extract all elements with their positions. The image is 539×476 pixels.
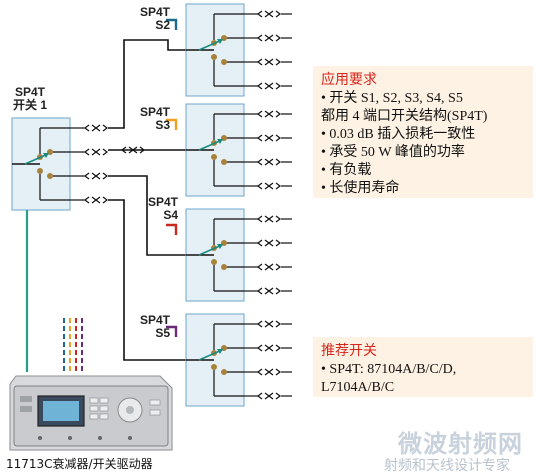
- requirement-line: • 有负载: [321, 163, 372, 178]
- switch-s3-name: S3: [155, 118, 170, 132]
- switch-s4: [185, 208, 245, 302]
- switch-1-label-line2: 开关 1: [12, 98, 47, 112]
- requirement-line: • 开关 S1, S2, S3, S4, S5: [321, 91, 463, 106]
- control-stubs: [166, 18, 178, 337]
- switch-s3: [185, 103, 245, 197]
- switch-s3-type: SP4T: [139, 105, 170, 119]
- requirement-line: • 0.03 dB 插入损耗一致性: [321, 127, 476, 142]
- switch-s5-name: S5: [155, 326, 170, 340]
- switch-s5: [185, 313, 245, 407]
- driver-instrument: [9, 375, 173, 451]
- switch-s2-type: SP4T: [139, 5, 170, 19]
- switch-s2-name: S2: [155, 18, 170, 32]
- switch-s5-label: SP4T S5: [128, 314, 170, 340]
- requirement-line: • 长使用寿命: [321, 181, 400, 196]
- switch-s2-label: SP4T S2: [128, 6, 170, 32]
- requirements-title: 应用要求: [321, 72, 377, 88]
- switch-s2: [185, 3, 245, 97]
- driver-caption: 11713C衰减器/开关驱动器: [6, 457, 153, 471]
- switch-s3-label: SP4T S3: [128, 106, 170, 132]
- switch-s4-type: SP4T: [147, 195, 178, 209]
- watermark-subtitle: 射频和天线设计专家: [384, 458, 510, 474]
- recommend-title: 推荐开关: [321, 343, 377, 359]
- switch-1-connectors: [70, 124, 108, 204]
- switch-s4-name: S4: [163, 208, 178, 222]
- interconnect-wires: [108, 39, 186, 361]
- recommend-line: L7104A/B/C: [321, 380, 395, 395]
- requirement-line: 都用 4 端口开关结构(SP4T): [321, 109, 488, 124]
- switch-1: [11, 117, 71, 211]
- watermark-title: 微波射频网: [398, 430, 523, 458]
- recommend-panel: 推荐开关 • SP4T: 87104A/B/C/D, L7104A/B/C: [313, 337, 533, 397]
- switch-s4-label: SP4T S4: [140, 196, 178, 222]
- switch-1-label: SP4T 开关 1: [12, 86, 48, 112]
- output-connectors: [244, 10, 292, 400]
- switch-s5-type: SP4T: [139, 313, 170, 327]
- recommend-line: • SP4T: 87104A/B/C/D,: [321, 362, 457, 377]
- requirement-line: • 承受 50 W 峰值的功率: [321, 145, 465, 160]
- switch-1-label-line1: SP4T: [14, 85, 45, 99]
- requirements-panel: 应用要求 • 开关 S1, S2, S3, S4, S5 都用 4 端口开关结构…: [313, 66, 533, 198]
- driver-control-lines: [63, 318, 83, 374]
